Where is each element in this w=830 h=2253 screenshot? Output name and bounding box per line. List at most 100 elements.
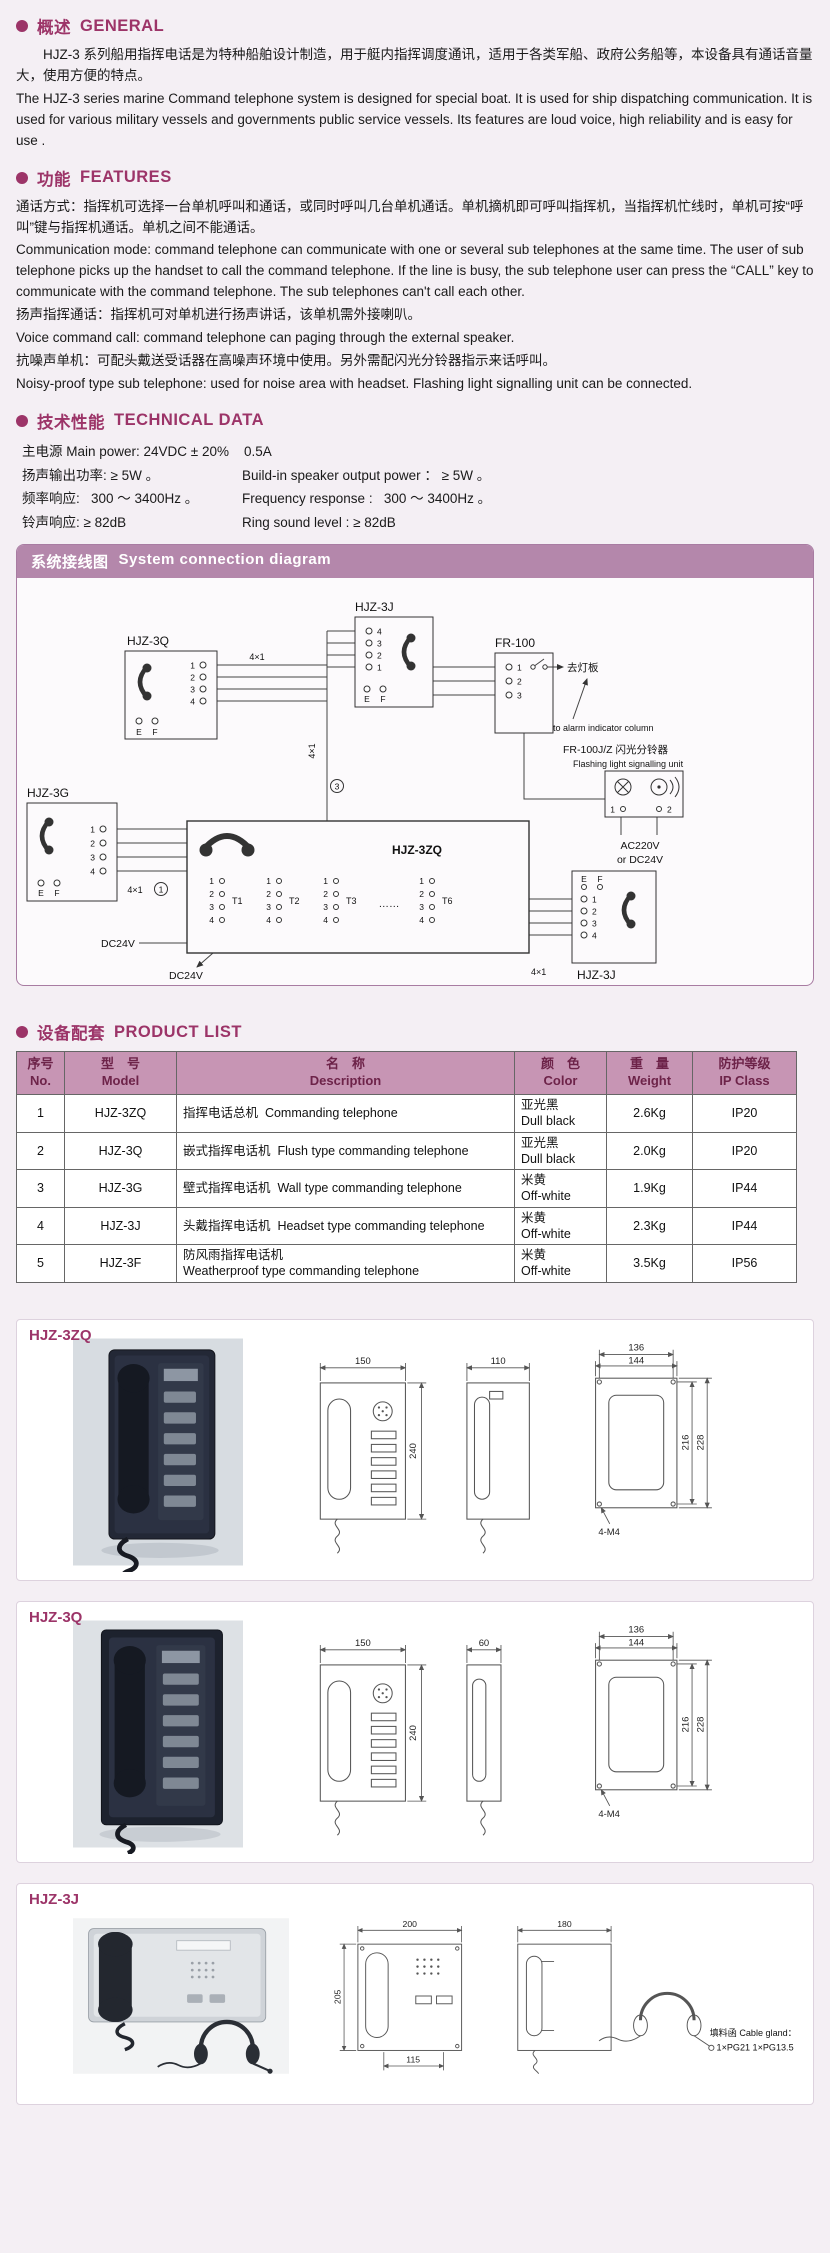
cell-no: 1 <box>16 1094 65 1133</box>
svg-text:1: 1 <box>323 876 328 886</box>
power-ac-label: AC220V <box>620 840 659 852</box>
terminal-label: E <box>364 694 370 704</box>
headset <box>157 2019 273 2074</box>
circled-number-3: 3 <box>330 779 344 794</box>
dim-plate-h2: 228 <box>696 1717 707 1733</box>
svg-text:3: 3 <box>209 902 214 912</box>
bullet-icon <box>16 414 28 427</box>
button-column <box>162 1673 199 1789</box>
dim-plate-width: 136 <box>629 1343 645 1354</box>
svg-text:2: 2 <box>209 889 214 899</box>
dim-plate-width2: 144 <box>629 1356 645 1367</box>
headset-outline <box>598 1991 715 2051</box>
product-list-title-en: PRODUCT LIST <box>114 1022 242 1041</box>
general-title-zh: 概述 <box>37 19 71 37</box>
product-panel: HJZ-3ZQ <box>16 1318 814 1581</box>
coiled-cord <box>117 1536 139 1572</box>
tech-row-ring: 铃声响应: ≥ 82dB Ring sound level : ≥ 82dB <box>22 511 814 535</box>
features-p3-en: Noisy-proof type sub telephone: used for… <box>16 375 693 391</box>
cell-model: HJZ-3G <box>64 1169 177 1208</box>
dimension-drawing-hjz-3q: 150 240 60 <box>319 1625 713 1836</box>
svg-text:1: 1 <box>419 876 424 886</box>
svg-text:3: 3 <box>266 902 271 912</box>
table-row: 4 HJZ-3J 头戴指挥电话机 Headset type commanding… <box>16 1206 797 1246</box>
table-row: 1 HJZ-3ZQ 指挥电话总机 Commanding telephone 亚光… <box>16 1094 797 1133</box>
handset-icon <box>401 633 416 671</box>
bell-icon <box>650 777 680 798</box>
bullet-icon <box>16 1026 28 1039</box>
features-title-zh: 功能 <box>37 170 71 189</box>
dim-height: 240 <box>408 1443 419 1459</box>
tech-speaker-en: Build-in speaker output power ： ≥ 5W 。 <box>242 467 491 483</box>
flashing-light-unit: 1 2 <box>604 770 684 818</box>
tech-row-speaker: 扬声输出功率: ≥ 5W 。 Build-in speaker output p… <box>22 464 814 488</box>
dim-side-width: 180 <box>557 1919 572 1929</box>
terminal-label: 1 <box>90 825 95 835</box>
ellipsis-label: …… <box>379 898 400 910</box>
tech-speaker-zh: 扬声输出功率: ≥ 5W 。 <box>22 467 160 483</box>
unit-label: HJZ-3Q <box>127 634 169 648</box>
dim-plate-width: 136 <box>629 1625 645 1636</box>
unit-label: HJZ-3ZQ <box>392 843 442 857</box>
dim-plate-width2: 144 <box>629 1638 645 1649</box>
terminal-label: 3 <box>592 919 597 929</box>
tech-frequency-en: Frequency response : 300 ～ 3400Hz 。 <box>242 491 492 507</box>
technical-title-zh: 技术性能 <box>37 413 105 432</box>
terminal-label: 4 <box>592 931 597 941</box>
system-connection-diagram: 系统接线图 System connection diagram <box>16 544 814 987</box>
cable-label: 4×1 <box>307 744 317 759</box>
section-technical-heading: 技术性能 TECHNICAL DATA <box>16 409 814 433</box>
unit-label: HJZ-3J <box>577 968 616 982</box>
dc24v-label: DC24V <box>169 970 203 982</box>
dim-front-width: 150 <box>355 1356 371 1367</box>
dim-side-width: 110 <box>491 1356 506 1367</box>
product-list-title-zh: 设备配套 <box>37 1025 105 1044</box>
coiled-cord <box>115 2021 135 2051</box>
button-column <box>163 1391 196 1507</box>
terminal-label: 3 <box>90 853 95 863</box>
svg-text:3: 3 <box>323 902 328 912</box>
cell-weight: 1.9Kg <box>606 1169 693 1208</box>
section-product-list-heading: 设备配套 PRODUCT LIST <box>16 1020 814 1044</box>
handset-icon <box>199 833 255 857</box>
cell-weight: 2.0Kg <box>606 1131 693 1171</box>
wiring-diagram-svg: HJZ-3Q 1 2 3 4 E F 4×1 H <box>26 600 684 982</box>
product-photo-hjz-3j <box>73 1917 290 2074</box>
unit-fr-100: FR-100 1 2 3 <box>494 636 554 734</box>
dim-plate-h1: 216 <box>681 1717 692 1733</box>
terminal-label: 1 <box>592 895 597 905</box>
diagram-title-zh: 系统接线图 <box>31 554 109 572</box>
svg-text:T2: T2 <box>289 896 300 906</box>
cell-ip: IP20 <box>692 1131 797 1171</box>
unit-label: FR-100 <box>495 636 535 650</box>
circled-number-1: 1 <box>154 882 168 897</box>
features-title-en: FEATURES <box>80 168 172 187</box>
lamp-icon <box>614 778 632 796</box>
product-panel: HJZ-3Q <box>16 1600 814 1863</box>
product-photo-hjz-3q <box>73 1620 244 1854</box>
terminal-label: 2 <box>667 805 672 815</box>
general-body-en: The HJZ-3 series marine Command telephon… <box>16 90 813 148</box>
section-general-heading: 概述 GENERAL <box>16 14 814 38</box>
cell-no: 3 <box>16 1169 65 1208</box>
cell-ip: IP56 <box>692 1244 797 1283</box>
cell-ip: IP44 <box>692 1169 797 1208</box>
tech-row-frequency: 频率响应: 300 ～ 3400Hz 。 Frequency response … <box>22 487 814 511</box>
dim-plate-h1: 216 <box>681 1435 692 1451</box>
terminal-label: 3 <box>377 639 382 649</box>
terminal-label: F <box>54 888 59 898</box>
terminal-label: 3 <box>190 685 195 695</box>
table-row: 3 HJZ-3G 壁式指挥电话机 Wall type commanding te… <box>16 1169 797 1208</box>
tech-row-main-power: 主电源 Main power: 24VDC ± 20% 0.5A <box>22 443 272 459</box>
svg-text:1: 1 <box>266 876 271 886</box>
product-section-hjz-3j: HJZ-3J <box>16 1882 814 2105</box>
unit-hjz-3q: HJZ-3Q 1 2 3 4 E F <box>124 634 218 740</box>
dim-front-width: 150 <box>355 1638 371 1649</box>
